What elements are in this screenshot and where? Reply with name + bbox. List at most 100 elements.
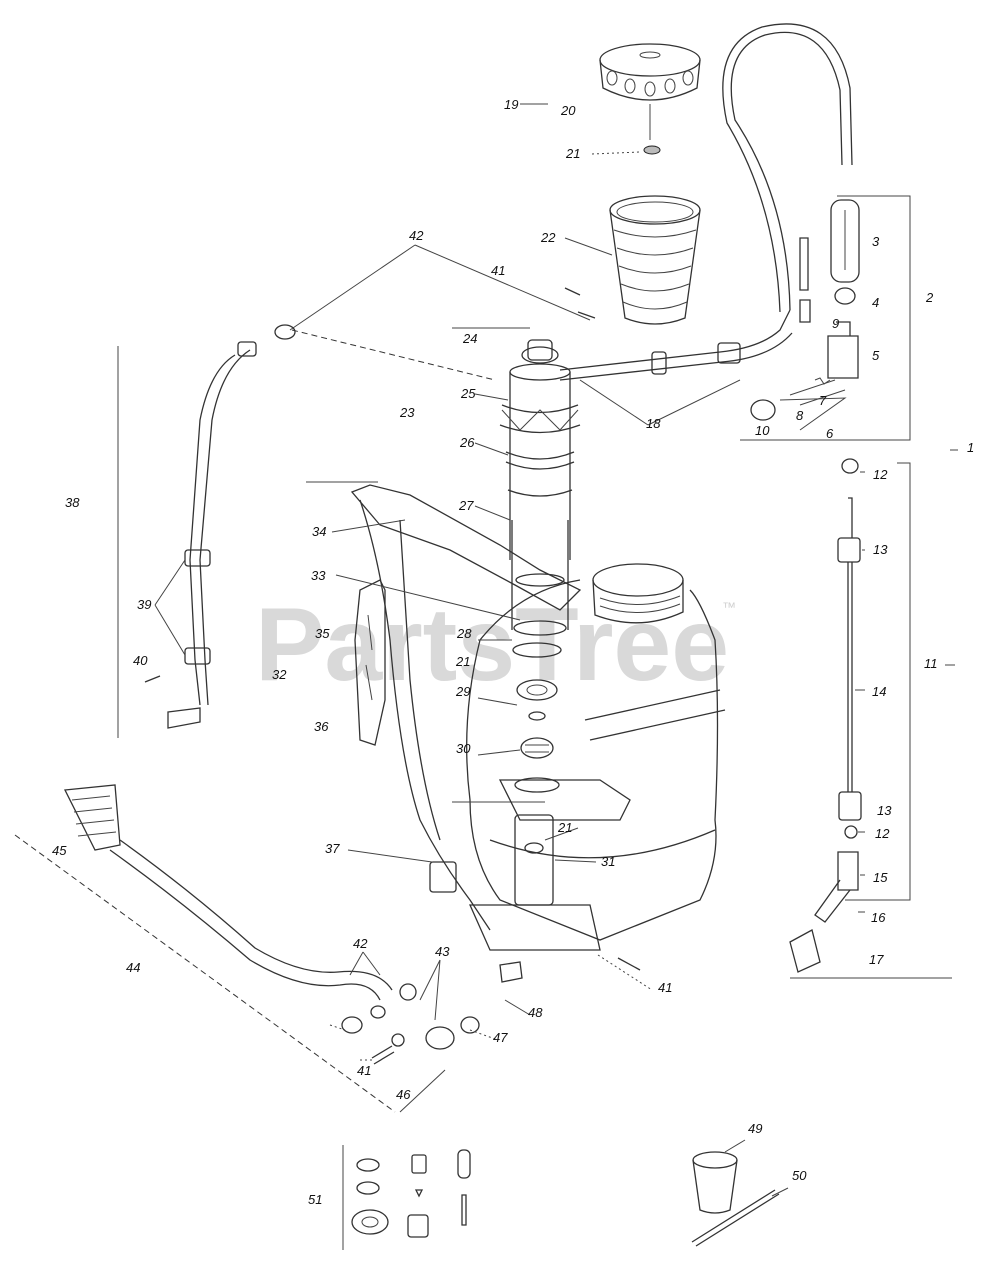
part-label-43: 43: [435, 944, 450, 959]
part-label-37: 37: [325, 841, 340, 856]
leaders-28-30: [477, 639, 521, 756]
part-label-21a: 21: [565, 146, 580, 161]
part-lance-tip: [848, 497, 853, 538]
part-hose-outer: [722, 23, 853, 313]
part-label-44: 44: [126, 960, 140, 975]
part-hose-lower: [559, 309, 791, 371]
part-clip-37: [429, 861, 457, 893]
part-label-49: 49: [748, 1121, 762, 1136]
part-elbow-16: [814, 879, 851, 923]
part-label-41b: 41: [658, 980, 672, 995]
part-clip-39b: [184, 647, 211, 665]
part-label-47: 47: [493, 1030, 508, 1045]
leader-37: [347, 849, 433, 863]
part-side-tube: [189, 354, 236, 706]
part-pump-handle: [63, 784, 393, 1001]
leaders-33-34: [331, 519, 521, 621]
leaders-group-11-1: [945, 449, 958, 666]
part-label-20: 20: [560, 103, 576, 118]
part-valve-5: [827, 321, 859, 379]
part-label-15: 15: [873, 870, 888, 885]
part-label-25: 25: [460, 386, 476, 401]
part-frame: [350, 484, 582, 931]
part-label-34: 34: [312, 524, 326, 539]
part-fitting-13a: [837, 537, 861, 563]
part-handle-3: [830, 199, 860, 283]
part-label-29: 29: [455, 684, 470, 699]
part-fitting-13b: [838, 791, 862, 821]
part-label-14: 14: [872, 684, 886, 699]
part-pivot-hardware: [341, 957, 641, 1065]
leader-39: [154, 559, 186, 656]
leader-42b: [349, 951, 381, 976]
leader-dashed-pivot: [291, 329, 496, 381]
part-strainer-basket: [609, 195, 701, 325]
part-label-46: 46: [396, 1087, 411, 1102]
part-label-13b: 13: [877, 803, 892, 818]
part-rod-50: [691, 1189, 780, 1247]
part-label-51: 51: [308, 1192, 322, 1207]
leader-41c: [329, 1024, 372, 1061]
part-label-40: 40: [133, 653, 148, 668]
part-label-39: 39: [137, 597, 151, 612]
part-pivot-42: [274, 324, 296, 340]
watermark-trademark: ™: [722, 599, 736, 615]
part-hose-clamp-a: [651, 351, 667, 375]
part-coupling-15: [837, 851, 859, 891]
part-label-31: 31: [601, 854, 615, 869]
part-label-33: 33: [311, 568, 326, 583]
part-label-28: 28: [456, 626, 472, 641]
part-label-24: 24: [462, 331, 477, 346]
part-label-21b: 21: [455, 654, 470, 669]
part-label-12a: 12: [873, 467, 888, 482]
part-gasket-21: [643, 145, 661, 155]
part-label-27: 27: [458, 498, 474, 513]
part-label-45: 45: [52, 843, 67, 858]
part-label-50: 50: [792, 1168, 807, 1183]
leader-50: [771, 1187, 789, 1197]
leaders-lance: [855, 471, 865, 913]
part-nut-4: [834, 287, 856, 305]
leader-22: [564, 237, 613, 256]
part-label-36: 36: [314, 719, 329, 734]
part-tube-end: [167, 707, 201, 729]
part-lance-tube: [847, 562, 853, 792]
part-label-18: 18: [646, 416, 661, 431]
bracket-group-6: [779, 397, 847, 431]
leader-46: [399, 1069, 446, 1113]
leader-21a: [591, 151, 641, 155]
part-label-42a: 42: [409, 228, 424, 243]
part-label-2: 2: [925, 290, 934, 305]
part-label-42b: 42: [353, 936, 368, 951]
part-label-1: 1: [967, 440, 974, 455]
part-label-13a: 13: [873, 542, 888, 557]
part-screw-40: [144, 675, 161, 683]
part-label-4: 4: [872, 295, 879, 310]
part-label-41a: 41: [491, 263, 505, 278]
bracket-group-11: [845, 462, 911, 901]
part-label-10: 10: [755, 423, 770, 438]
part-nut-12b: [844, 825, 858, 839]
part-label-41c: 41: [357, 1063, 371, 1078]
watermark-text: PartsTree: [255, 587, 729, 703]
part-clip-39a: [184, 549, 211, 567]
part-nozzle-17: [789, 929, 821, 973]
part-hose: [730, 31, 843, 311]
part-label-5: 5: [872, 348, 880, 363]
leader-43: [419, 959, 441, 1021]
part-cup-49: [692, 1151, 738, 1214]
part-screw-41a: [564, 287, 596, 319]
leader-49: [724, 1139, 746, 1153]
part-label-3: 3: [872, 234, 880, 249]
part-label-32: 32: [272, 667, 287, 682]
part-label-8: 8: [796, 408, 804, 423]
part-label-30: 30: [456, 741, 471, 756]
part-hose-clamp-b: [717, 342, 741, 364]
part-label-35: 35: [315, 626, 330, 641]
part-label-9: 9: [832, 316, 839, 331]
part-label-23: 23: [399, 405, 415, 420]
part-label-26: 26: [459, 435, 475, 450]
part-label-22: 22: [540, 230, 556, 245]
